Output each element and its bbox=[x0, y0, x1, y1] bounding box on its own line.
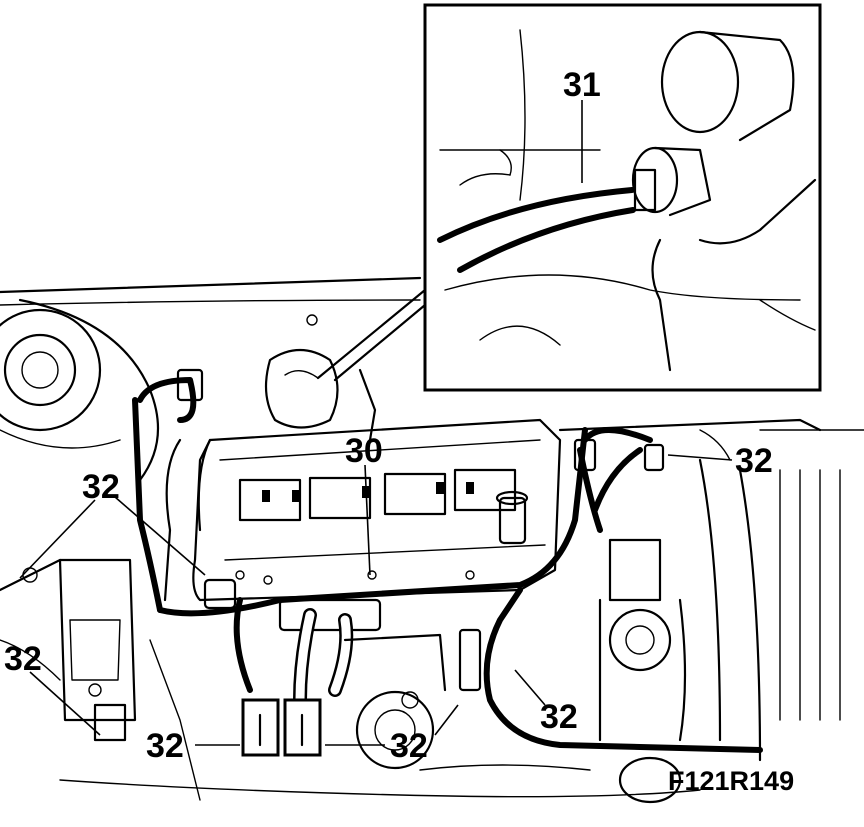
callout-32-bottom-left: 32 bbox=[146, 727, 184, 765]
callout-32-bottom-right: 32 bbox=[540, 698, 578, 736]
ignition-coils bbox=[238, 468, 517, 522]
wiring-harness bbox=[132, 377, 763, 753]
callout-32-top-right: 32 bbox=[735, 442, 773, 480]
callout-leaders bbox=[19, 100, 733, 746]
callout-31: 31 bbox=[563, 66, 601, 104]
callout-32-left: 32 bbox=[4, 640, 42, 678]
callout-32-bottom-center: 32 bbox=[390, 727, 428, 765]
figure-id-label: F121R149 bbox=[668, 766, 794, 796]
engine-bay-illustration bbox=[0, 276, 864, 804]
callout-32-top-left: 32 bbox=[82, 468, 120, 506]
detail-inset bbox=[316, 3, 822, 392]
callout-30: 30 bbox=[345, 432, 383, 470]
callout-labels: 31 30 32 32 32 32 32 32 F121R149 bbox=[4, 66, 794, 796]
connectors-bottom bbox=[241, 698, 322, 757]
